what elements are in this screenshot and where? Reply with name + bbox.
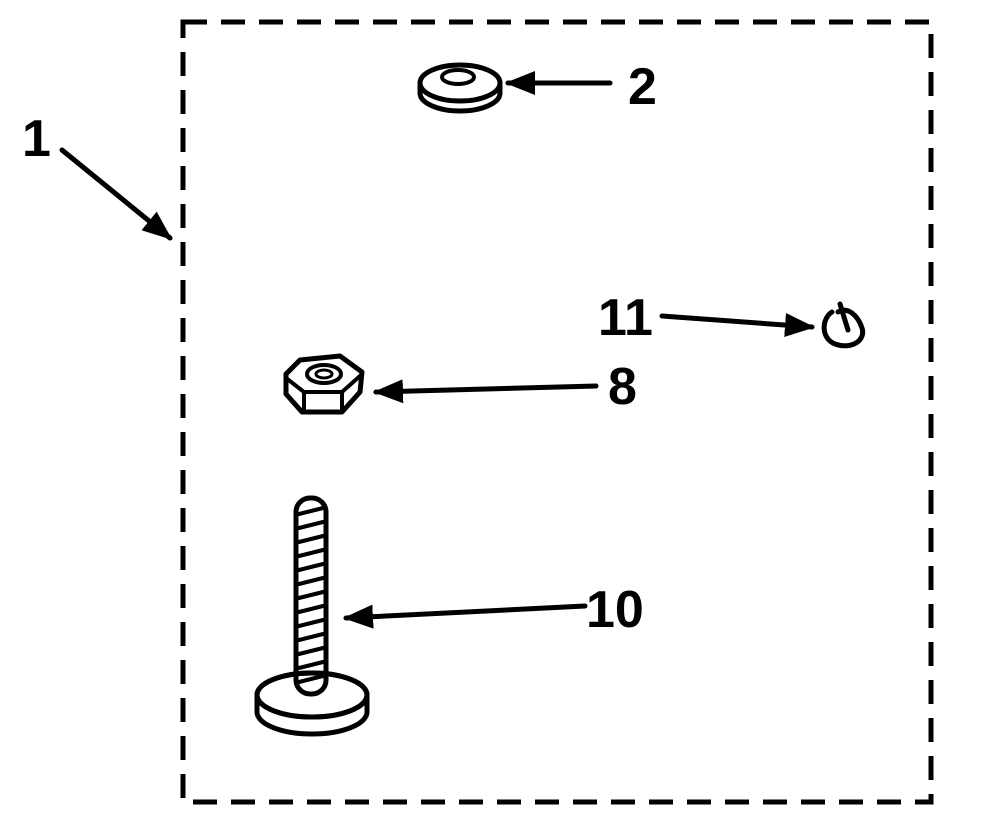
hex-nut-icon <box>283 353 365 415</box>
flat-washer-icon <box>417 62 503 114</box>
callout-10-label: 10 <box>586 581 644 639</box>
clip-icon <box>821 301 866 349</box>
callout-1-leader <box>59 147 173 241</box>
kit-boundary-dashed <box>180 19 934 805</box>
callout-11-leader <box>659 313 815 337</box>
callout-11-label: 11 <box>598 289 653 347</box>
callout-1-label: 1 <box>22 110 51 168</box>
callout-8-leader <box>373 379 599 404</box>
callout-8-label: 8 <box>608 358 637 416</box>
bolt-icon <box>254 495 370 737</box>
callout-10-leader <box>343 603 588 629</box>
callout-2-label: 2 <box>628 58 657 116</box>
